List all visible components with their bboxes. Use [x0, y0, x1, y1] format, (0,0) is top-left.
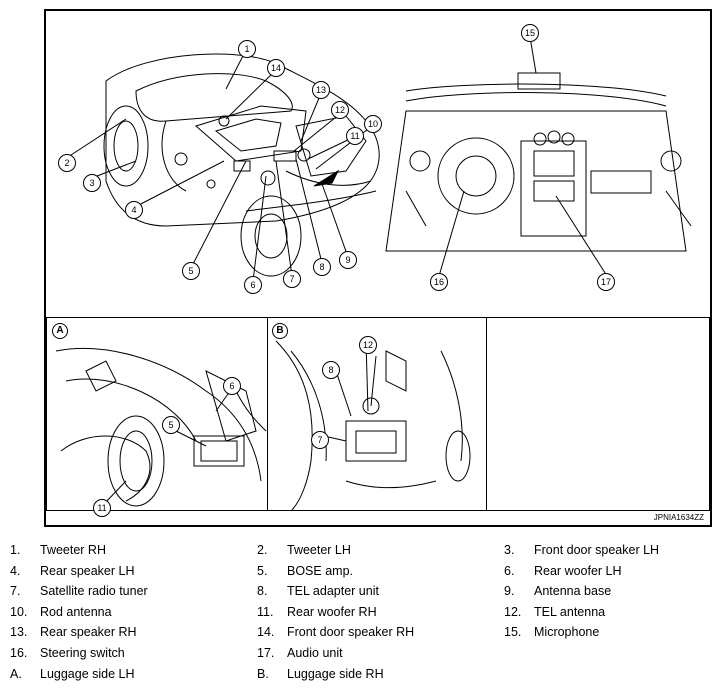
legend-item: 11.Rear woofer RH [257, 605, 377, 619]
panel-a-label: A [52, 323, 68, 339]
panel-b-frame [267, 317, 487, 511]
callout-11: 11 [346, 127, 364, 145]
callout-16: 16 [430, 273, 448, 291]
callout-2: 2 [58, 154, 76, 172]
legend-item: 10.Rod antenna [10, 605, 112, 619]
legend-item: 5.BOSE amp. [257, 564, 353, 578]
callout-3: 3 [83, 174, 101, 192]
panel-a-callout-5: 5 [162, 416, 180, 434]
callout-8: 8 [313, 258, 331, 276]
legend-item: B.Luggage side RH [257, 667, 384, 681]
component-location-figure: A B 1 2 3 4 5 6 7 8 9 10 11 12 13 14 15 … [44, 9, 712, 527]
callout-7: 7 [283, 270, 301, 288]
legend-item: 13.Rear speaker RH [10, 625, 137, 639]
legend-item: 14.Front door speaker RH [257, 625, 415, 639]
legend-item: 8.TEL adapter unit [257, 584, 379, 598]
callout-12: 12 [331, 101, 349, 119]
panel-empty-frame [486, 317, 710, 511]
callout-10: 10 [364, 115, 382, 133]
legend-item: 4.Rear speaker LH [10, 564, 135, 578]
legend-item: 2.Tweeter LH [257, 543, 351, 557]
legend-item: 7.Satellite radio tuner [10, 584, 148, 598]
panel-a-callout-6: 6 [223, 377, 241, 395]
legend-item: 9.Antenna base [504, 584, 612, 598]
panel-a-callout-11: 11 [93, 499, 111, 517]
callout-15: 15 [521, 24, 539, 42]
legend-item: 17.Audio unit [257, 646, 343, 660]
callout-6: 6 [244, 276, 262, 294]
legend-item: 16.Steering switch [10, 646, 125, 660]
callout-9: 9 [339, 251, 357, 269]
callout-14: 14 [267, 59, 285, 77]
legend-item: 15.Microphone [504, 625, 600, 639]
panel-b-label: B [272, 323, 288, 339]
callout-13: 13 [312, 81, 330, 99]
panel-b-callout-8: 8 [322, 361, 340, 379]
callout-1: 1 [238, 40, 256, 58]
interior-view-drawing [385, 30, 692, 277]
legend-item: 12.TEL antenna [504, 605, 606, 619]
car-overview-drawing [67, 49, 380, 282]
callout-5: 5 [182, 262, 200, 280]
callout-17: 17 [597, 273, 615, 291]
legend: 1.Tweeter RH 4.Rear speaker LH 7.Satelli… [0, 538, 719, 688]
legend-item: 6.Rear woofer LH [504, 564, 622, 578]
legend-item: 1.Tweeter RH [10, 543, 106, 557]
panel-a-frame [46, 317, 268, 511]
legend-item: 3.Front door speaker LH [504, 543, 660, 557]
panel-b-callout-7: 7 [311, 431, 329, 449]
panel-b-callout-12: 12 [359, 336, 377, 354]
callout-4: 4 [125, 201, 143, 219]
legend-item: A.Luggage side LH [10, 667, 135, 681]
figure-id: JPNIA1634ZZ [653, 513, 704, 522]
